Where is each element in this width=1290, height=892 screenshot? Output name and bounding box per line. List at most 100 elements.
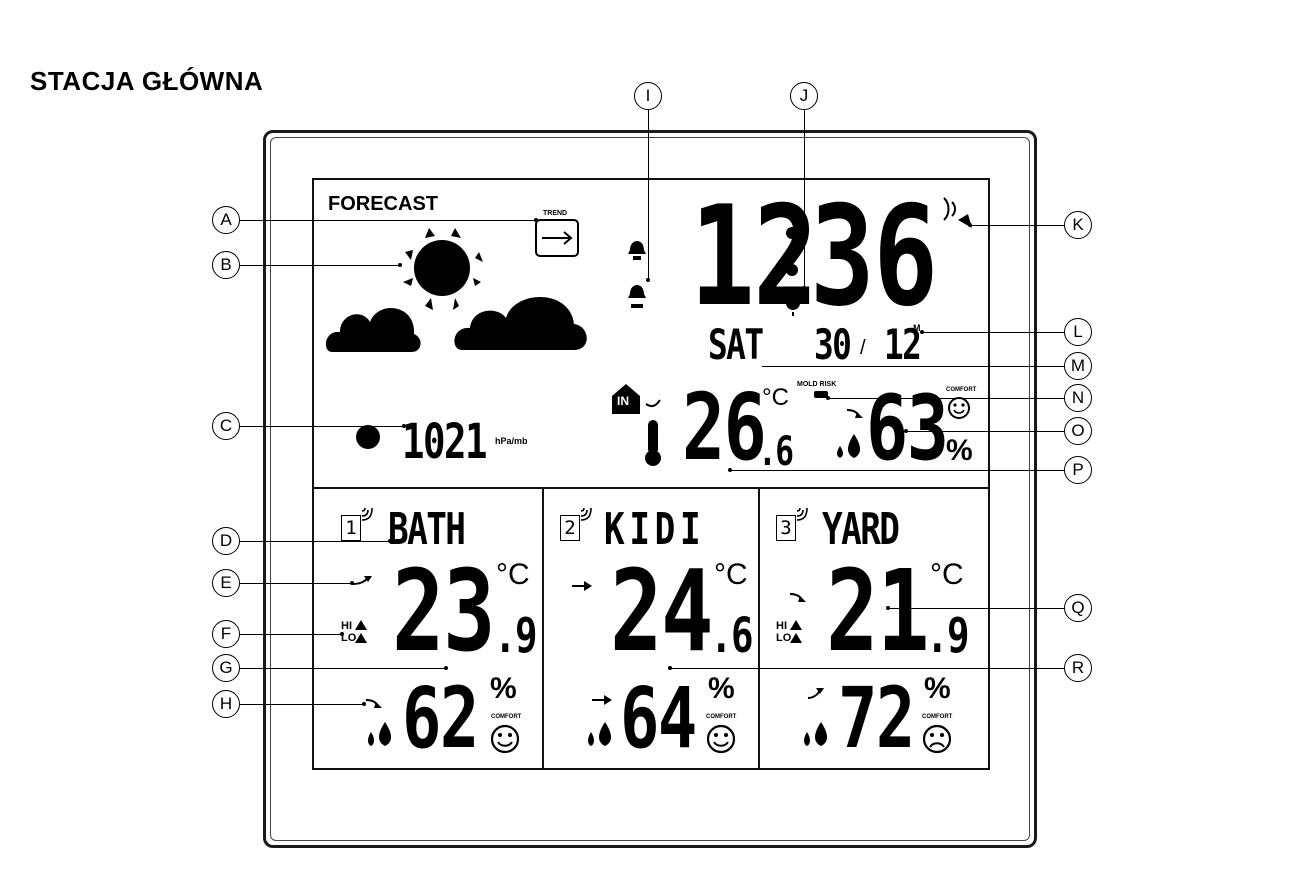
leader-r-dot	[668, 666, 672, 670]
channel-3-humidity-trend-icon	[807, 688, 824, 699]
leader-a-dot	[534, 218, 538, 222]
callout-b: B	[212, 251, 240, 279]
pressure-unit: hPa/mb	[495, 436, 528, 446]
pressure-dot-icon	[356, 425, 380, 449]
leader-p-dot	[728, 468, 732, 472]
leader-q	[888, 608, 1064, 609]
leader-e-dot	[350, 581, 354, 585]
lcd-screen	[312, 178, 990, 770]
mold-risk-label: MOLD RISK	[797, 381, 837, 388]
channel-3-lo-label: LO	[776, 632, 792, 644]
indoor-droplets-icon	[837, 434, 860, 458]
leader-i-dot	[646, 278, 650, 282]
leader-d-dot	[388, 539, 392, 543]
channel-1-temp-trend-icon	[351, 576, 372, 585]
leader-g	[240, 668, 446, 669]
indoor-house-thermometer-icon	[612, 384, 661, 466]
callout-g: G	[212, 654, 240, 682]
channel-3-name: YARD	[822, 504, 900, 555]
channel-1-droplets-icon	[368, 722, 391, 746]
leader-a	[240, 220, 536, 221]
channel-2-comfort-smiley-icon	[706, 724, 736, 754]
date-day: 30	[814, 320, 852, 369]
leader-k-dot	[968, 223, 972, 227]
channel-1-humidity-unit: %	[490, 672, 517, 705]
indoor-temp-int: 26	[682, 374, 767, 481]
channel-1-comfort-label: COMFORT	[491, 714, 522, 720]
device-frame	[263, 130, 1037, 848]
callout-j: J	[790, 82, 818, 110]
indoor-temp-unit: °C	[762, 384, 789, 411]
callout-p: P	[1064, 456, 1092, 484]
leader-l-dot	[920, 330, 924, 334]
callout-q: Q	[1064, 594, 1092, 622]
trend-arrow-icon	[535, 219, 579, 257]
mold-risk-indicator	[814, 391, 828, 398]
leader-k	[970, 225, 1064, 226]
channel-2-name: KIDI	[604, 504, 706, 555]
channel-1-name: BATH	[388, 504, 466, 555]
leader-i	[648, 110, 649, 280]
callout-i: I	[634, 82, 662, 110]
callout-a: A	[212, 206, 240, 234]
leader-j	[804, 110, 805, 288]
callout-r: R	[1064, 654, 1092, 682]
channel-3-temp-dec: .9	[926, 608, 970, 664]
callout-e: E	[212, 569, 240, 597]
channel-2-humidity-value: 64	[620, 669, 697, 767]
leader-n-dot	[826, 396, 830, 400]
lcd-divider-2	[758, 487, 760, 770]
channel-1-hi-label: HI	[341, 620, 352, 632]
channel-1-comfort-smiley-icon	[490, 724, 520, 754]
leader-b	[240, 265, 400, 266]
leader-q-dot	[886, 606, 890, 610]
date-separator: /	[860, 337, 866, 359]
forecast-label: FORECAST	[328, 193, 438, 215]
sun-icon	[403, 228, 483, 310]
leader-f-dot	[340, 632, 344, 636]
channel-2-comfort-label: COMFORT	[706, 714, 737, 720]
channel-2-temp-trend-icon	[572, 581, 592, 591]
channel-1-humidity-trend-icon	[365, 699, 382, 708]
callout-k: K	[1064, 211, 1092, 239]
dst-sun-icon	[780, 290, 806, 316]
leader-c	[240, 426, 404, 427]
leader-f	[240, 634, 342, 635]
leader-c-dot	[402, 424, 406, 428]
callout-o: O	[1064, 417, 1092, 445]
callout-m: M	[1064, 352, 1092, 380]
channel-3-hilo-triangles-icon	[790, 620, 802, 643]
leader-b-dot	[398, 263, 402, 267]
channel-2-temp-int: 24	[610, 547, 714, 677]
channel-3-signal-icon	[796, 507, 808, 521]
channel-1-temp-dec: .9	[494, 608, 538, 664]
leader-e	[240, 583, 352, 584]
lcd-divider-horizontal	[312, 487, 990, 489]
lcd-divider-1	[542, 487, 544, 770]
leader-h	[240, 704, 364, 705]
cloud-right-icon	[454, 296, 587, 350]
channel-3-comfort-label: COMFORT	[922, 714, 953, 720]
cloud-left-icon	[325, 308, 421, 352]
indoor-humidity-trend-icon	[846, 409, 863, 418]
channel-2-temp-dec: .6	[710, 608, 754, 664]
channel-2-number: 2	[560, 515, 580, 541]
leader-g-dot	[444, 666, 448, 670]
leader-j-dot	[802, 286, 806, 290]
leader-p	[730, 470, 1064, 471]
channel-3-temp-int: 21	[826, 547, 930, 677]
radio-signal-icon	[943, 197, 972, 228]
trend-label: TREND	[543, 210, 568, 217]
callout-d: D	[212, 527, 240, 555]
channel-3-comfort-sad-icon	[922, 724, 952, 754]
date-weekday: SAT	[708, 320, 764, 369]
indoor-comfort-label: COMFORT	[946, 387, 977, 393]
channel-3-humidity-value: 72	[838, 669, 915, 767]
channel-3-temp-unit: °C	[930, 558, 964, 591]
channel-2-temp-unit: °C	[714, 558, 748, 591]
leader-l	[922, 332, 1064, 333]
callout-f: F	[212, 620, 240, 648]
leader-o	[906, 431, 1064, 432]
indoor-label: IN	[617, 394, 629, 408]
channel-2-humidity-trend-icon	[592, 695, 612, 705]
